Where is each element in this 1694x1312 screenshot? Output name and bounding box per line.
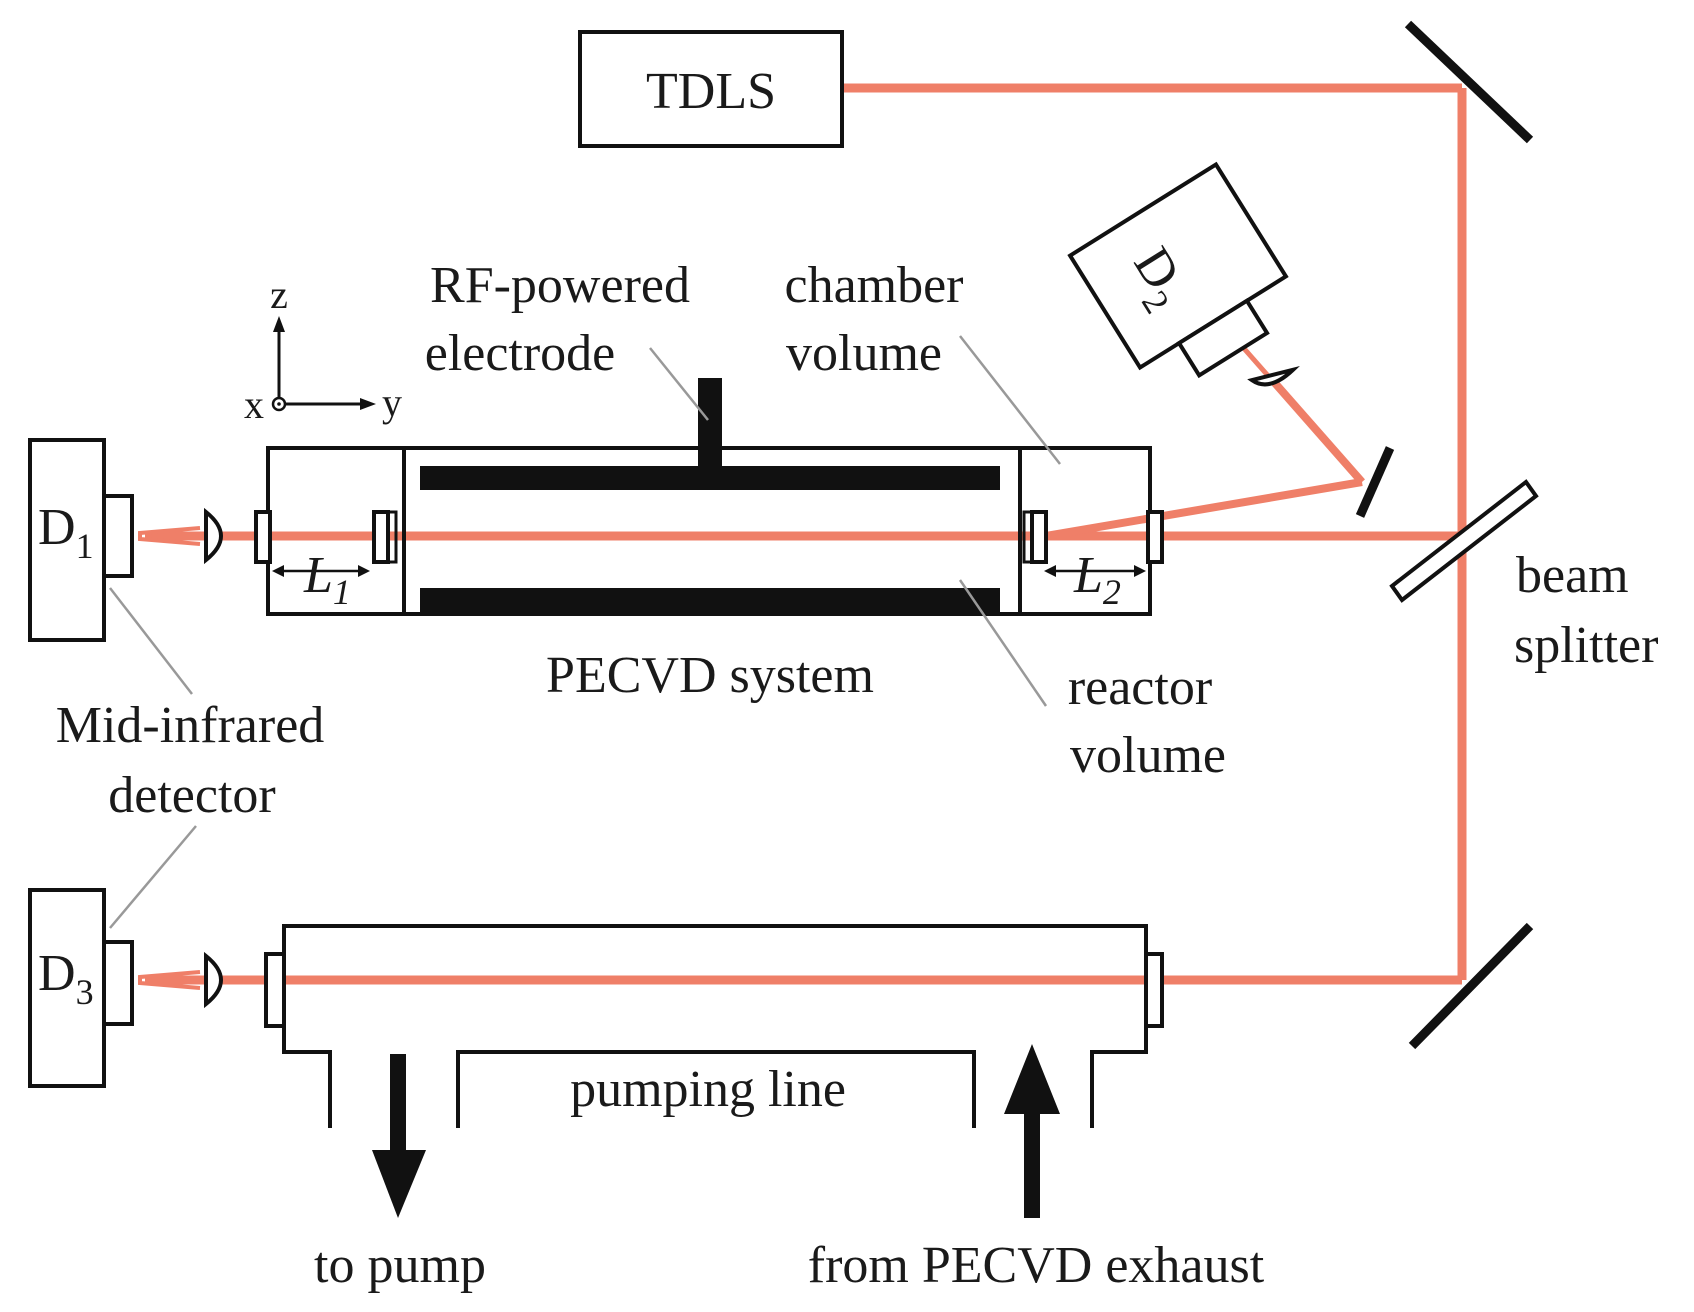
pumping-line-label: pumping line bbox=[570, 1061, 846, 1118]
axis-x-label: x bbox=[244, 382, 264, 427]
from-exhaust-shaft bbox=[1024, 1110, 1040, 1218]
leader-detector-d3 bbox=[109, 825, 197, 929]
d1-window bbox=[102, 494, 134, 578]
laser-beams bbox=[138, 83, 1467, 990]
ground-electrode-plate bbox=[420, 588, 1000, 614]
d2-lens bbox=[1247, 365, 1300, 387]
d2-detector: D2 bbox=[1067, 161, 1289, 379]
reactor-window-left-frame bbox=[388, 510, 398, 564]
detector-label-line1: Mid-infrared bbox=[56, 697, 325, 754]
pecvd-system-label: PECVD system bbox=[546, 647, 874, 704]
reactor-label-line1: reactor bbox=[1068, 659, 1212, 716]
from-exhaust-arrowhead bbox=[1004, 1044, 1060, 1114]
tdls-box bbox=[578, 30, 844, 148]
to-pump-shaft bbox=[390, 1054, 406, 1154]
axis-y-label: y bbox=[382, 380, 402, 425]
d3-window bbox=[102, 940, 134, 1026]
beam-splitter-label-line2: splitter bbox=[1514, 617, 1658, 674]
beam-focus-d3 bbox=[138, 970, 201, 990]
d3-box bbox=[28, 888, 106, 1088]
rf-electrode-plate bbox=[420, 466, 1000, 490]
z-axis-arrowhead bbox=[273, 316, 285, 332]
reactor-window-left bbox=[372, 510, 390, 564]
l1-label: L1 bbox=[303, 547, 351, 612]
beam-reflected bbox=[1045, 478, 1363, 540]
d2-window bbox=[1176, 298, 1270, 379]
beam-splitter-label-line1: beam bbox=[1516, 547, 1629, 604]
beam-focus-d1 bbox=[138, 526, 201, 546]
coordinate-axes: z x y bbox=[244, 272, 402, 427]
tdls-label: TDLS bbox=[646, 63, 776, 120]
chamber-label-line2: volume bbox=[786, 325, 942, 382]
top-right-mirror bbox=[1404, 20, 1534, 144]
leader-detector-d1 bbox=[109, 587, 193, 695]
d1-detector: D1 bbox=[28, 438, 134, 642]
d3-lens bbox=[204, 951, 223, 1009]
d1-lens bbox=[204, 507, 223, 565]
pumping-line-inner bbox=[456, 1050, 976, 1128]
electrode-stem bbox=[698, 378, 722, 466]
pumping-window-right bbox=[1144, 952, 1164, 1028]
chamber-window-right bbox=[1146, 510, 1164, 564]
beam-splitter bbox=[1389, 479, 1539, 603]
chamber-label-line1: chamber bbox=[784, 257, 963, 314]
rf-label-line2: electrode bbox=[425, 325, 616, 382]
leader-chamber-volume bbox=[959, 335, 1061, 465]
l2-arrowhead-left bbox=[1044, 565, 1056, 577]
beam-to-d2-lens bbox=[1270, 379, 1366, 485]
d3-detector: D3 bbox=[28, 888, 134, 1088]
d1-box bbox=[28, 438, 106, 642]
reactor-window-right bbox=[1030, 510, 1048, 564]
small-turning-mirror bbox=[1355, 446, 1395, 518]
pecvd-system: L1 L2 bbox=[254, 378, 1164, 616]
to-pump-arrowhead bbox=[372, 1150, 426, 1218]
reactor-label-line2: volume bbox=[1070, 727, 1226, 784]
to-pump-label: to pump bbox=[314, 1237, 486, 1294]
tdls-source: TDLS bbox=[578, 30, 844, 148]
bottom-right-mirror bbox=[1408, 922, 1534, 1050]
l1-arrowhead-right bbox=[358, 565, 370, 577]
axis-z-label: z bbox=[270, 272, 288, 317]
chamber-window-left bbox=[254, 510, 272, 564]
pumping-line-outer bbox=[282, 924, 1148, 1128]
x-axis-dot bbox=[277, 402, 281, 406]
d1-label: D1 bbox=[38, 499, 94, 566]
l2-arrowhead-right bbox=[1134, 565, 1146, 577]
d3-label: D3 bbox=[38, 945, 94, 1012]
detector-label-line2: detector bbox=[108, 767, 275, 824]
l1-arrowhead-left bbox=[272, 565, 284, 577]
pumping-line bbox=[264, 924, 1164, 1218]
pumping-window-left bbox=[264, 952, 286, 1028]
leader-reactor-volume bbox=[958, 579, 1048, 707]
reactor-window-right-frame bbox=[1022, 510, 1032, 564]
l2-label: L2 bbox=[1073, 547, 1121, 612]
y-axis-arrowhead bbox=[360, 398, 376, 410]
from-exhaust-label: from PECVD exhaust bbox=[808, 1237, 1265, 1294]
leader-rf-electrode bbox=[649, 347, 709, 421]
rf-label-line1: RF-powered bbox=[430, 257, 690, 314]
